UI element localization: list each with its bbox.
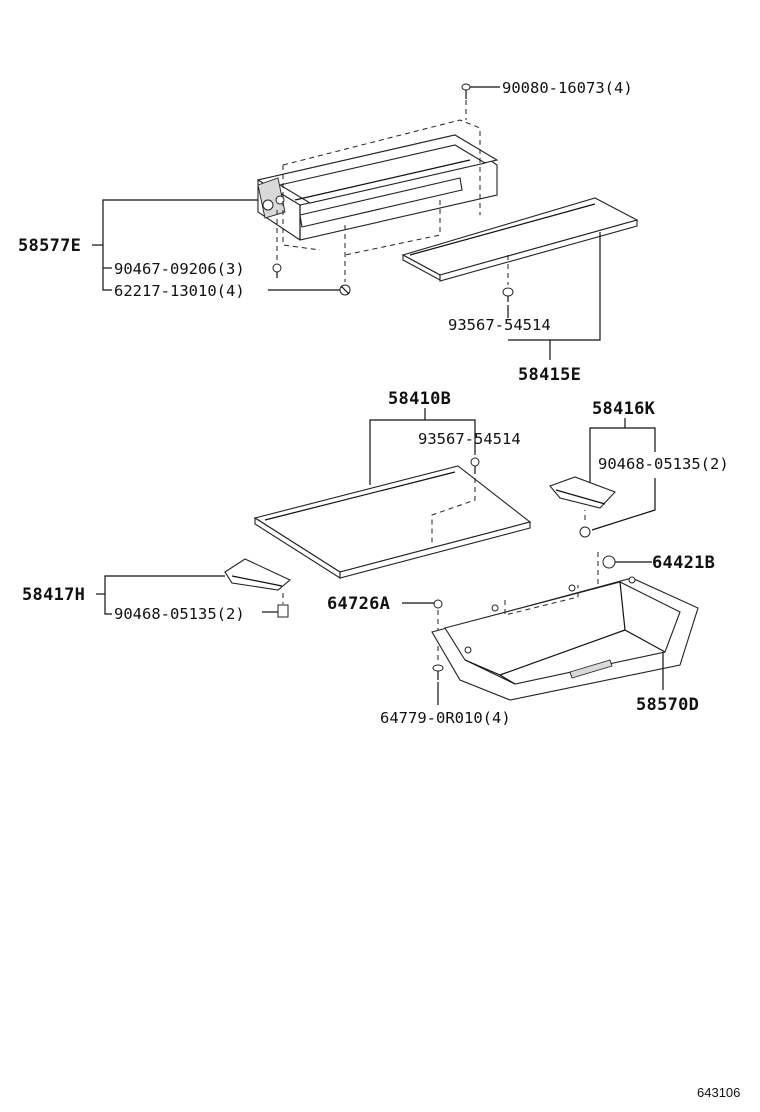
- bolt-icon: [461, 83, 471, 99]
- deck-board-58410B: [253, 465, 532, 580]
- label-62217-13010: 62217-13010(4): [114, 282, 245, 300]
- trunk-tray-58570D: [431, 576, 699, 701]
- label-64421B: 64421B: [652, 553, 715, 573]
- side-cover-58416K: [549, 476, 616, 509]
- label-90468-05135-right: 90468-05135(2): [598, 455, 729, 473]
- label-64779-0R010: 64779-0R010(4): [380, 709, 511, 727]
- label-64726A: 64726A: [327, 594, 390, 614]
- label-93567-54514-upper: 93567-54514: [448, 316, 551, 334]
- clip-icon: [433, 599, 443, 609]
- label-58570D: 58570D: [636, 695, 699, 715]
- label-58416K: 58416K: [592, 399, 656, 419]
- clip-icon: [277, 604, 289, 618]
- label-58417H: 58417H: [22, 585, 85, 605]
- cover-panel-58415E: [401, 197, 639, 282]
- bolt-icon: [432, 664, 444, 680]
- trim-box-58577E: [256, 134, 499, 241]
- side-cover-58417H: [224, 558, 292, 591]
- label-90468-05135-left: 90468-05135(2): [114, 605, 245, 623]
- label-90080-16073: 90080-16073(4): [502, 79, 633, 97]
- label-58415E: 58415E: [518, 365, 581, 385]
- clip-icon: [579, 526, 591, 538]
- clip-icon: [272, 263, 282, 278]
- label-93567-54514-lower: 93567-54514: [418, 430, 521, 448]
- clip-icon: [339, 284, 351, 296]
- label-58577E: 58577E: [18, 236, 81, 256]
- label-90467-09206: 90467-09206(3): [114, 260, 245, 278]
- diagram-code: 643106: [697, 1085, 740, 1100]
- plug-icon: [602, 555, 616, 569]
- clip-icon: [502, 287, 514, 302]
- label-58410B: 58410B: [388, 389, 451, 409]
- clip-icon: [470, 457, 480, 474]
